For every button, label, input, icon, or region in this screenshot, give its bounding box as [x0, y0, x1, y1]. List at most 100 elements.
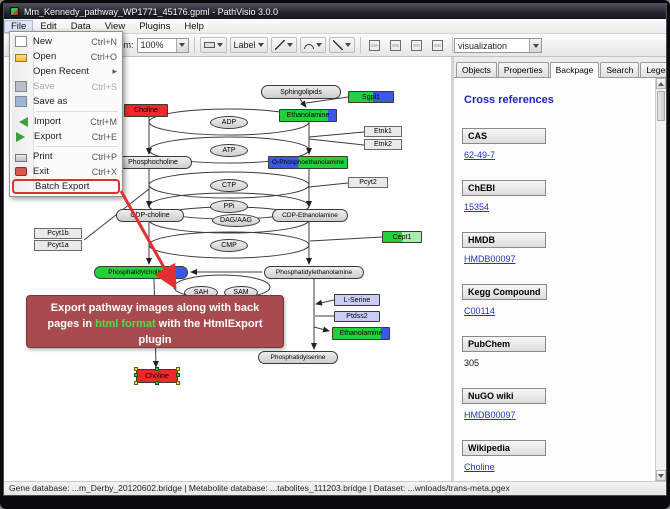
menu-item-label: Batch Export — [35, 181, 90, 192]
pathway-node-phosphatidylethanolamine[interactable]: Phosphatidylethanolamine — [264, 266, 364, 279]
menu-item-label: Import — [34, 116, 61, 127]
menu-help[interactable]: Help — [184, 20, 204, 32]
file-menu-item-open-recent[interactable]: Open Recent▸ — [12, 64, 120, 79]
pathway-node-pcyt2[interactable]: Pcyt2 — [348, 177, 388, 188]
pathway-node-cdp-ethanolamine[interactable]: CDP-Ethanolamine — [272, 209, 348, 222]
zoom-dropdown-button[interactable] — [175, 38, 188, 52]
pathway-node-ppi[interactable]: PPi — [210, 200, 248, 213]
file-menu-item-batch-export[interactable]: Batch Export — [12, 179, 120, 194]
pathway-node-atp[interactable]: ATP — [210, 144, 248, 157]
pathway-node-adp[interactable]: ADP — [210, 116, 248, 129]
menu-plugins[interactable]: Plugins — [139, 20, 171, 32]
menu-item-label: Exit — [33, 166, 49, 177]
tab-properties[interactable]: Properties — [497, 62, 549, 77]
arrow-tool-dropdown[interactable] — [328, 37, 355, 53]
pathway-node-sgpl1[interactable]: Sgpl1 — [348, 91, 394, 103]
selection-handle-n[interactable] — [155, 367, 159, 371]
pathway-node-pcyt1b[interactable]: Pcyt1b — [34, 228, 82, 239]
pathway-node-ctp[interactable]: CTP — [210, 179, 248, 192]
align-top-button[interactable] — [408, 36, 426, 54]
pathway-node-sphingolipids[interactable]: Sphingolipids — [261, 85, 341, 99]
pathway-node-choline-bottom[interactable]: Choline — [134, 367, 180, 385]
scrollbar-thumb[interactable] — [657, 91, 665, 121]
toolbar-separator — [359, 37, 361, 53]
selection-handle-e[interactable] — [176, 373, 180, 377]
tab-backpage[interactable]: Backpage — [549, 62, 600, 78]
pathway-node-choline-top[interactable]: Choline — [124, 104, 168, 117]
xref-id-link[interactable]: 15354 — [464, 202, 490, 212]
tab-legend[interactable]: Legend — [640, 62, 666, 77]
pathway-node-cmp[interactable]: CMP — [210, 239, 248, 252]
zoom-value: 100% — [140, 40, 164, 50]
menu-edit[interactable]: Edit — [40, 20, 57, 32]
tab-search[interactable]: Search — [600, 62, 640, 77]
annotation-text-before: Export pathway images along with back pa… — [47, 302, 260, 330]
xref-id-link[interactable]: C00114 — [464, 306, 495, 316]
align-vertical-button[interactable] — [387, 36, 405, 54]
pathway-node-l-serine[interactable]: L-Serine — [334, 294, 380, 306]
pathway-node-ethanolamine-2[interactable]: Ethanolamine — [332, 327, 390, 340]
visualization-dropdown-button[interactable] — [529, 39, 541, 52]
align-top-icon — [411, 39, 423, 51]
file-menu-item-save-as[interactable]: Save as — [12, 94, 120, 109]
pathway-node-o-phosphoethanolamine[interactable]: O-Phosphoethanolamine — [268, 156, 348, 169]
label-tool-dropdown[interactable]: Label — [229, 37, 268, 53]
xref-id-link[interactable]: HMDB00097 — [464, 410, 516, 420]
pathway-node-etnk2[interactable]: Etnk2 — [364, 139, 402, 150]
pathway-node-cept1[interactable]: Cept1 — [382, 231, 422, 243]
align-horizontal-icon — [369, 39, 381, 51]
pathway-node-etnk1[interactable]: Etnk1 — [364, 126, 402, 137]
align-bottom-button[interactable] — [429, 36, 447, 54]
chevron-down-icon — [344, 43, 351, 47]
export-icon — [16, 131, 28, 142]
scroll-up-button[interactable] — [656, 78, 666, 89]
scroll-down-button[interactable] — [656, 470, 666, 481]
selection-handle-sw[interactable] — [134, 381, 138, 385]
menu-data[interactable]: Data — [70, 20, 91, 32]
xref-id-link[interactable]: HMDB00097 — [464, 254, 516, 264]
pathway-node-ptdss2[interactable]: Ptdss2 — [334, 311, 380, 322]
new-document-icon — [15, 36, 27, 47]
menu-icon-spacer — [17, 181, 29, 193]
zoom-combobox[interactable]: 100% — [136, 37, 189, 53]
selection-handle-w[interactable] — [134, 373, 138, 377]
chevron-down-icon — [216, 43, 223, 47]
pathway-node-dag-aag[interactable]: DAG/AAG — [212, 214, 260, 227]
tab-objects[interactable]: Objects — [456, 62, 497, 77]
selection-handle-nw[interactable] — [134, 367, 138, 371]
datanode-tool-dropdown[interactable] — [199, 37, 227, 53]
xref-source-name: HMDB — [462, 232, 546, 248]
annotation-text-after: with the HtmlExport plugin — [138, 317, 263, 346]
chevron-down-icon — [286, 43, 293, 47]
pathway-node-phosphocholine[interactable]: Phosphocholine — [114, 156, 192, 169]
xref-id-link[interactable]: 62-49-7 — [464, 150, 496, 160]
pathway-node-ethanolamine-top[interactable]: Ethanolamine — [279, 109, 337, 122]
xref-id-link[interactable]: Choline — [464, 462, 495, 472]
pathway-node-phosphatidylcholines[interactable]: Phosphatidylcholine(s) — [94, 266, 188, 279]
xref-id-text: 305 — [464, 358, 480, 368]
pathway-node-pcyt1a[interactable]: Pcyt1a — [34, 240, 82, 251]
selection-handle-se[interactable] — [176, 381, 180, 385]
sidebar-scrollbar[interactable] — [655, 78, 666, 481]
sidebar: ObjectsPropertiesBackpageSearchLegend Cr… — [454, 57, 666, 481]
xref-source-name: CAS — [462, 128, 546, 144]
pathway-node-cdp-choline[interactable]: CDP-choline — [116, 209, 184, 222]
align-horizontal-button[interactable] — [366, 36, 384, 54]
menu-view[interactable]: View — [104, 20, 126, 32]
visualization-combobox[interactable]: visualization — [454, 38, 542, 53]
arc-tool-dropdown[interactable] — [299, 37, 326, 53]
line-tool-dropdown[interactable] — [270, 37, 297, 53]
selection-handle-s[interactable] — [155, 381, 159, 385]
titlebar[interactable]: Mm_Kennedy_pathway_WP1771_45176.gpml - P… — [4, 4, 666, 19]
selection-handle-ne[interactable] — [176, 367, 180, 371]
pathway-node-phosphatidylserine[interactable]: Phosphatidylserine — [258, 351, 338, 364]
